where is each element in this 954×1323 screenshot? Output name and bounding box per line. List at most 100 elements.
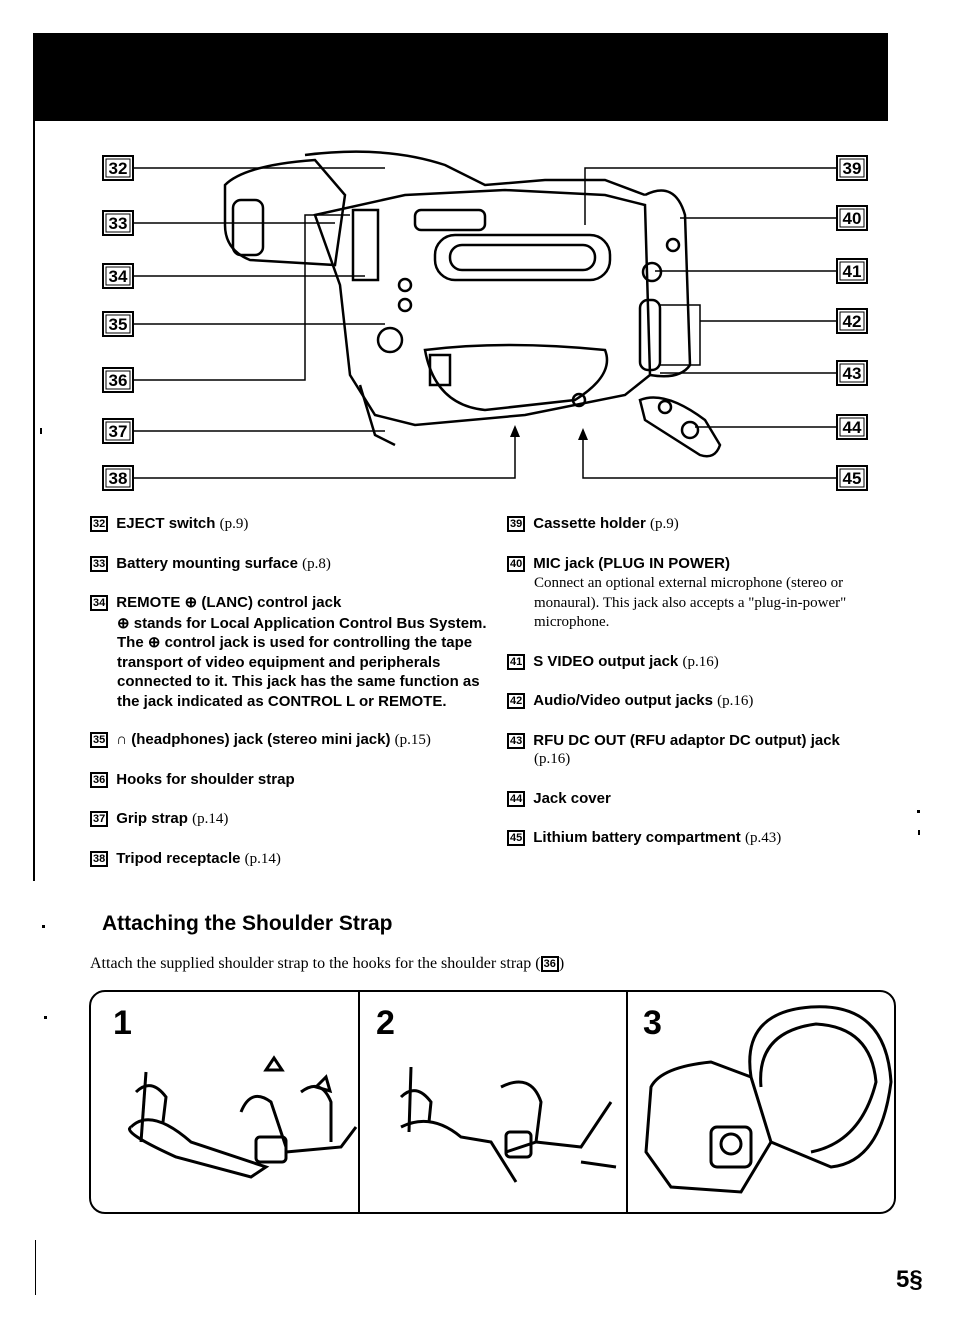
part-label: Cassette holder xyxy=(533,515,646,532)
part-label: RFU DC OUT (RFU adaptor DC output) jack xyxy=(533,731,840,749)
step-divider xyxy=(626,992,628,1212)
callout-left: 32 33 34 35 36 37 38 xyxy=(102,155,134,491)
margin-mark xyxy=(44,1016,47,1019)
part-number: 40 xyxy=(507,555,526,572)
callout-number: 44 xyxy=(843,418,862,437)
callout-39: 39 xyxy=(836,155,868,181)
part-number: 35 xyxy=(90,732,109,748)
step-number-3: 3 xyxy=(643,1004,662,1042)
callout-number: 37 xyxy=(109,422,128,441)
part-number: 42 xyxy=(507,693,526,709)
part-number: 45 xyxy=(507,830,526,846)
callout-37: 37 xyxy=(102,418,134,444)
part-page-ref: (p.16) xyxy=(717,693,754,709)
part-number: 37 xyxy=(90,811,109,827)
part-number: 43 xyxy=(507,732,526,749)
callout-number: 43 xyxy=(843,364,862,383)
part-number: 36 xyxy=(90,771,109,788)
header-bar xyxy=(33,33,888,121)
section-text: Attach the supplied shoulder strap to th… xyxy=(90,955,564,973)
section-text-end: ) xyxy=(558,955,565,972)
part-page-ref: (p.9) xyxy=(649,516,679,532)
callout-34: 34 xyxy=(102,263,134,289)
part-item: 42 Audio/Video output jacks (p.16) xyxy=(507,691,897,712)
part-item: 43 RFU DC OUT (RFU adaptor DC output) jac… xyxy=(507,731,897,770)
part-number: 39 xyxy=(507,516,526,532)
part-item: 45 Lithium battery compartment (p.43) xyxy=(507,828,897,849)
part-item: 35 ∩ (headphones) jack (stereo mini jack)… xyxy=(90,730,490,751)
callout-number: 38 xyxy=(109,469,128,488)
part-label: Jack cover xyxy=(533,789,611,807)
callout-number: 36 xyxy=(109,371,128,390)
margin-mark xyxy=(42,925,45,928)
part-item: 39 Cassette holder (p.9) xyxy=(507,514,897,535)
callout-number: 39 xyxy=(843,159,862,178)
part-page-ref: (p.14) xyxy=(244,850,281,867)
callout-38: 38 xyxy=(102,465,134,491)
page-number: 5§ xyxy=(896,1266,923,1293)
part-number: 38 xyxy=(90,850,109,867)
part-label: Battery mounting surface xyxy=(116,554,298,572)
part-page-ref: (p.9) xyxy=(219,516,249,532)
part-number: 34 xyxy=(90,595,109,611)
part-item: 33 Battery mounting surface (p.8) xyxy=(90,554,490,575)
part-description: ⊕ stands for Local Application Control B… xyxy=(117,614,487,710)
step-number-2: 2 xyxy=(376,1004,395,1042)
part-number: 44 xyxy=(507,790,526,807)
part-number: 41 xyxy=(507,653,526,670)
part-label: Tripod receptacle xyxy=(116,849,241,867)
camcorder-diagram: 32 33 34 35 36 37 38 39 40 41 42 43 44 45 xyxy=(102,150,868,491)
callout-42: 42 xyxy=(836,308,868,334)
callout-number: 32 xyxy=(109,159,128,178)
callout-41: 41 xyxy=(836,258,868,284)
callout-number: 45 xyxy=(843,469,862,488)
part-label: Lithium battery compartment xyxy=(533,829,741,846)
part-item: 38 Tripod receptacle (p.14) xyxy=(90,849,490,870)
callout-number: 42 xyxy=(843,312,862,331)
step-number-1: 1 xyxy=(113,1004,132,1042)
strap-illustrations xyxy=(128,1005,893,1194)
margin-mark xyxy=(40,428,42,434)
part-page-ref: (p.8) xyxy=(302,555,331,572)
callout-right: 39 40 41 42 43 44 45 xyxy=(836,155,868,491)
parts-list-right: 39 Cassette holder (p.9) 40 MIC jack (PLUG … xyxy=(507,514,897,868)
part-item: 34 REMOTE ⊕ (LANC) control jack ⊕ stands … xyxy=(90,593,490,711)
section-text-body: Attach the supplied shoulder strap to th… xyxy=(90,955,541,972)
margin-mark xyxy=(918,830,920,835)
callout-43: 43 xyxy=(836,360,868,386)
callout-number: 41 xyxy=(843,262,862,281)
part-number: 32 xyxy=(90,516,109,532)
section-title: Attaching the Shoulder Strap xyxy=(102,912,393,935)
part-item: 36 Hooks for shoulder strap xyxy=(90,770,490,791)
part-label: MIC jack (PLUG IN POWER) xyxy=(533,554,730,572)
part-label: Audio/Video output jacks xyxy=(533,692,713,709)
margin-rule xyxy=(35,1240,36,1295)
part-label: S VIDEO output jack xyxy=(533,652,679,670)
part-item: 41 S VIDEO output jack (p.16) xyxy=(507,652,897,673)
callout-40: 40 xyxy=(836,205,868,231)
part-item: 40 MIC jack (PLUG IN POWER) Connect an op… xyxy=(507,554,897,633)
shoulder-strap-steps: 1 2 3 xyxy=(89,990,896,1214)
callout-32: 32 xyxy=(102,155,134,181)
callout-36: 36 xyxy=(102,367,134,393)
part-page-ref: (p.16) xyxy=(682,653,719,670)
part-label: Hooks for shoulder strap xyxy=(116,770,295,788)
callout-44: 44 xyxy=(836,414,868,440)
part-label: REMOTE ⊕ (LANC) control jack xyxy=(116,594,342,611)
part-page-ref: (p.43) xyxy=(744,830,782,846)
margin-mark xyxy=(917,810,920,813)
callout-number: 40 xyxy=(843,209,862,228)
step-divider xyxy=(358,992,360,1212)
part-label: ∩ (headphones) jack (stereo mini jack) xyxy=(116,731,391,748)
part-number: 33 xyxy=(90,555,109,572)
part-page-ref: (p.14) xyxy=(192,811,229,827)
callout-35: 35 xyxy=(102,311,134,337)
margin-rule xyxy=(33,121,35,881)
part-item: 44 Jack cover xyxy=(507,789,897,810)
part-page-ref: (p.15) xyxy=(394,732,431,748)
callout-33: 33 xyxy=(102,210,134,236)
part-description: Connect an optional external microphone … xyxy=(534,575,847,630)
